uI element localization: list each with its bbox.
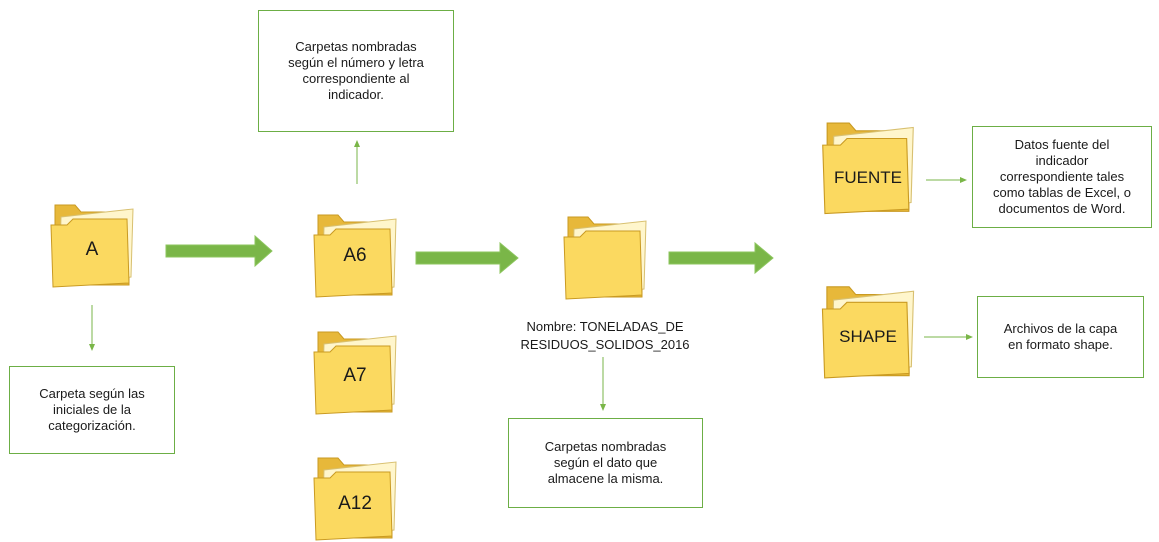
- big-arrow-icon: [165, 234, 273, 268]
- folder-icon: [313, 214, 397, 298]
- folder-a12: A12: [310, 448, 400, 542]
- folder-shape: SHAPE: [818, 275, 918, 383]
- folder-fuente: FUENTE: [818, 112, 918, 218]
- folder-shape-label: SHAPE: [839, 327, 897, 346]
- folder-a-label: A: [85, 239, 99, 260]
- folder-icon: [821, 286, 915, 379]
- note-box-category-folder: Carpeta según las iniciales de la catego…: [9, 366, 175, 454]
- note-box-indicator-folders: Carpetas nombradas según el número y let…: [258, 10, 454, 132]
- folder-a6: A6: [310, 205, 400, 301]
- folder-fuente-label: FUENTE: [834, 168, 902, 187]
- folder-icon: [563, 216, 647, 300]
- big-arrow-icon: [668, 241, 774, 275]
- folder-name-caption: Nombre: TONELADAS_DE RESIDUOS_SOLIDOS_20…: [520, 319, 690, 352]
- folder-a6-label: A6: [343, 245, 367, 266]
- note-box-shape: Archivos de la capa en formato shape.: [977, 296, 1144, 378]
- big-arrow-icon: [415, 241, 519, 275]
- folder-a12-label: A12: [338, 493, 372, 514]
- folder-a7: A7: [310, 322, 400, 418]
- folder-a: A: [47, 195, 137, 291]
- folder-toneladas: [560, 207, 650, 303]
- note-box-data-folders: Carpetas nombradas según el dato que alm…: [508, 418, 703, 508]
- folder-icon: [50, 204, 134, 288]
- folder-icon: [313, 457, 397, 541]
- folder-a7-label: A7: [343, 365, 367, 386]
- folder-icon: [313, 331, 397, 415]
- folder-icon: [822, 122, 914, 215]
- note-box-fuente: Datos fuente del indicador correspondien…: [972, 126, 1152, 228]
